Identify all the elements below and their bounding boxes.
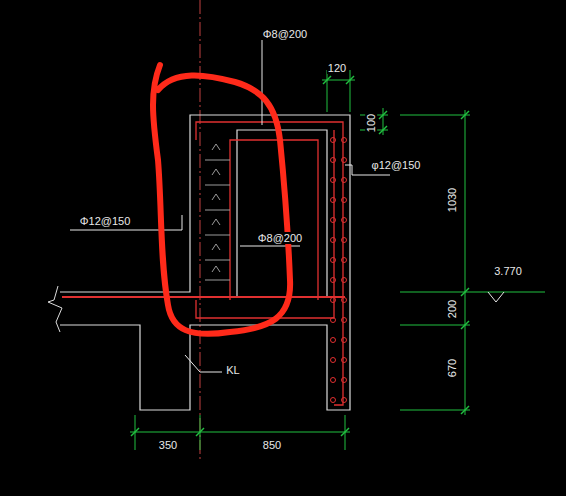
elevation-text: 3.770 xyxy=(493,265,523,277)
rebar-dot xyxy=(331,158,336,163)
rebar-dot xyxy=(342,178,347,183)
dimension-text: 120 xyxy=(327,62,347,74)
rebar-dot xyxy=(342,198,347,203)
slab-rebar xyxy=(62,296,345,298)
rebar-dot xyxy=(342,158,347,163)
dimension-text: 670 xyxy=(446,358,458,378)
rebar-dot xyxy=(331,318,336,323)
dimension-text: 850 xyxy=(262,439,282,451)
rebar-dot xyxy=(331,298,336,303)
rebar-dot xyxy=(331,398,336,403)
highlight-loop xyxy=(153,65,290,334)
rebar-dot xyxy=(342,218,347,223)
rebar-dot xyxy=(342,238,347,243)
rebar-dot xyxy=(342,358,347,363)
rebar-dot xyxy=(342,318,347,323)
rebar-dot xyxy=(342,338,347,343)
rebar-dot xyxy=(342,258,347,263)
rebar-dot xyxy=(331,198,336,203)
rebar-label: φ12@150 xyxy=(371,159,422,171)
rebar-dot xyxy=(342,298,347,303)
rebar-dot xyxy=(342,278,347,283)
rebar-dots xyxy=(331,138,347,403)
concrete-outline xyxy=(60,115,350,410)
rebar-dot xyxy=(331,138,336,143)
dimension-text: 100 xyxy=(365,113,377,133)
rebar-dot xyxy=(331,178,336,183)
rebar-dot xyxy=(331,238,336,243)
rebar-label: Φ8@200 xyxy=(257,232,303,244)
gutter-rebar xyxy=(196,122,343,405)
rebar-dot xyxy=(331,278,336,283)
rebar-dot xyxy=(331,358,336,363)
rebar-dot xyxy=(331,378,336,383)
rebar-dot xyxy=(342,378,347,383)
dimension-lines xyxy=(130,70,545,450)
dimension-text: 200 xyxy=(446,299,458,319)
rebar-label: Φ12@150 xyxy=(79,215,132,227)
rebar-label: Φ8@200 xyxy=(262,28,308,40)
leader-lines xyxy=(70,40,390,372)
break-symbol xyxy=(48,286,62,332)
tie-symbols xyxy=(205,144,230,280)
rebar-dot xyxy=(342,398,347,403)
rebar-dot xyxy=(331,338,336,343)
dimension-ticks xyxy=(131,76,469,436)
dimension-text: 1030 xyxy=(446,187,458,213)
dimension-text: 350 xyxy=(158,439,178,451)
center-line xyxy=(200,0,201,460)
beam-label: KL xyxy=(225,364,240,376)
rebar-dot xyxy=(342,138,347,143)
rebar-dot xyxy=(331,258,336,263)
rebar-dot xyxy=(331,218,336,223)
